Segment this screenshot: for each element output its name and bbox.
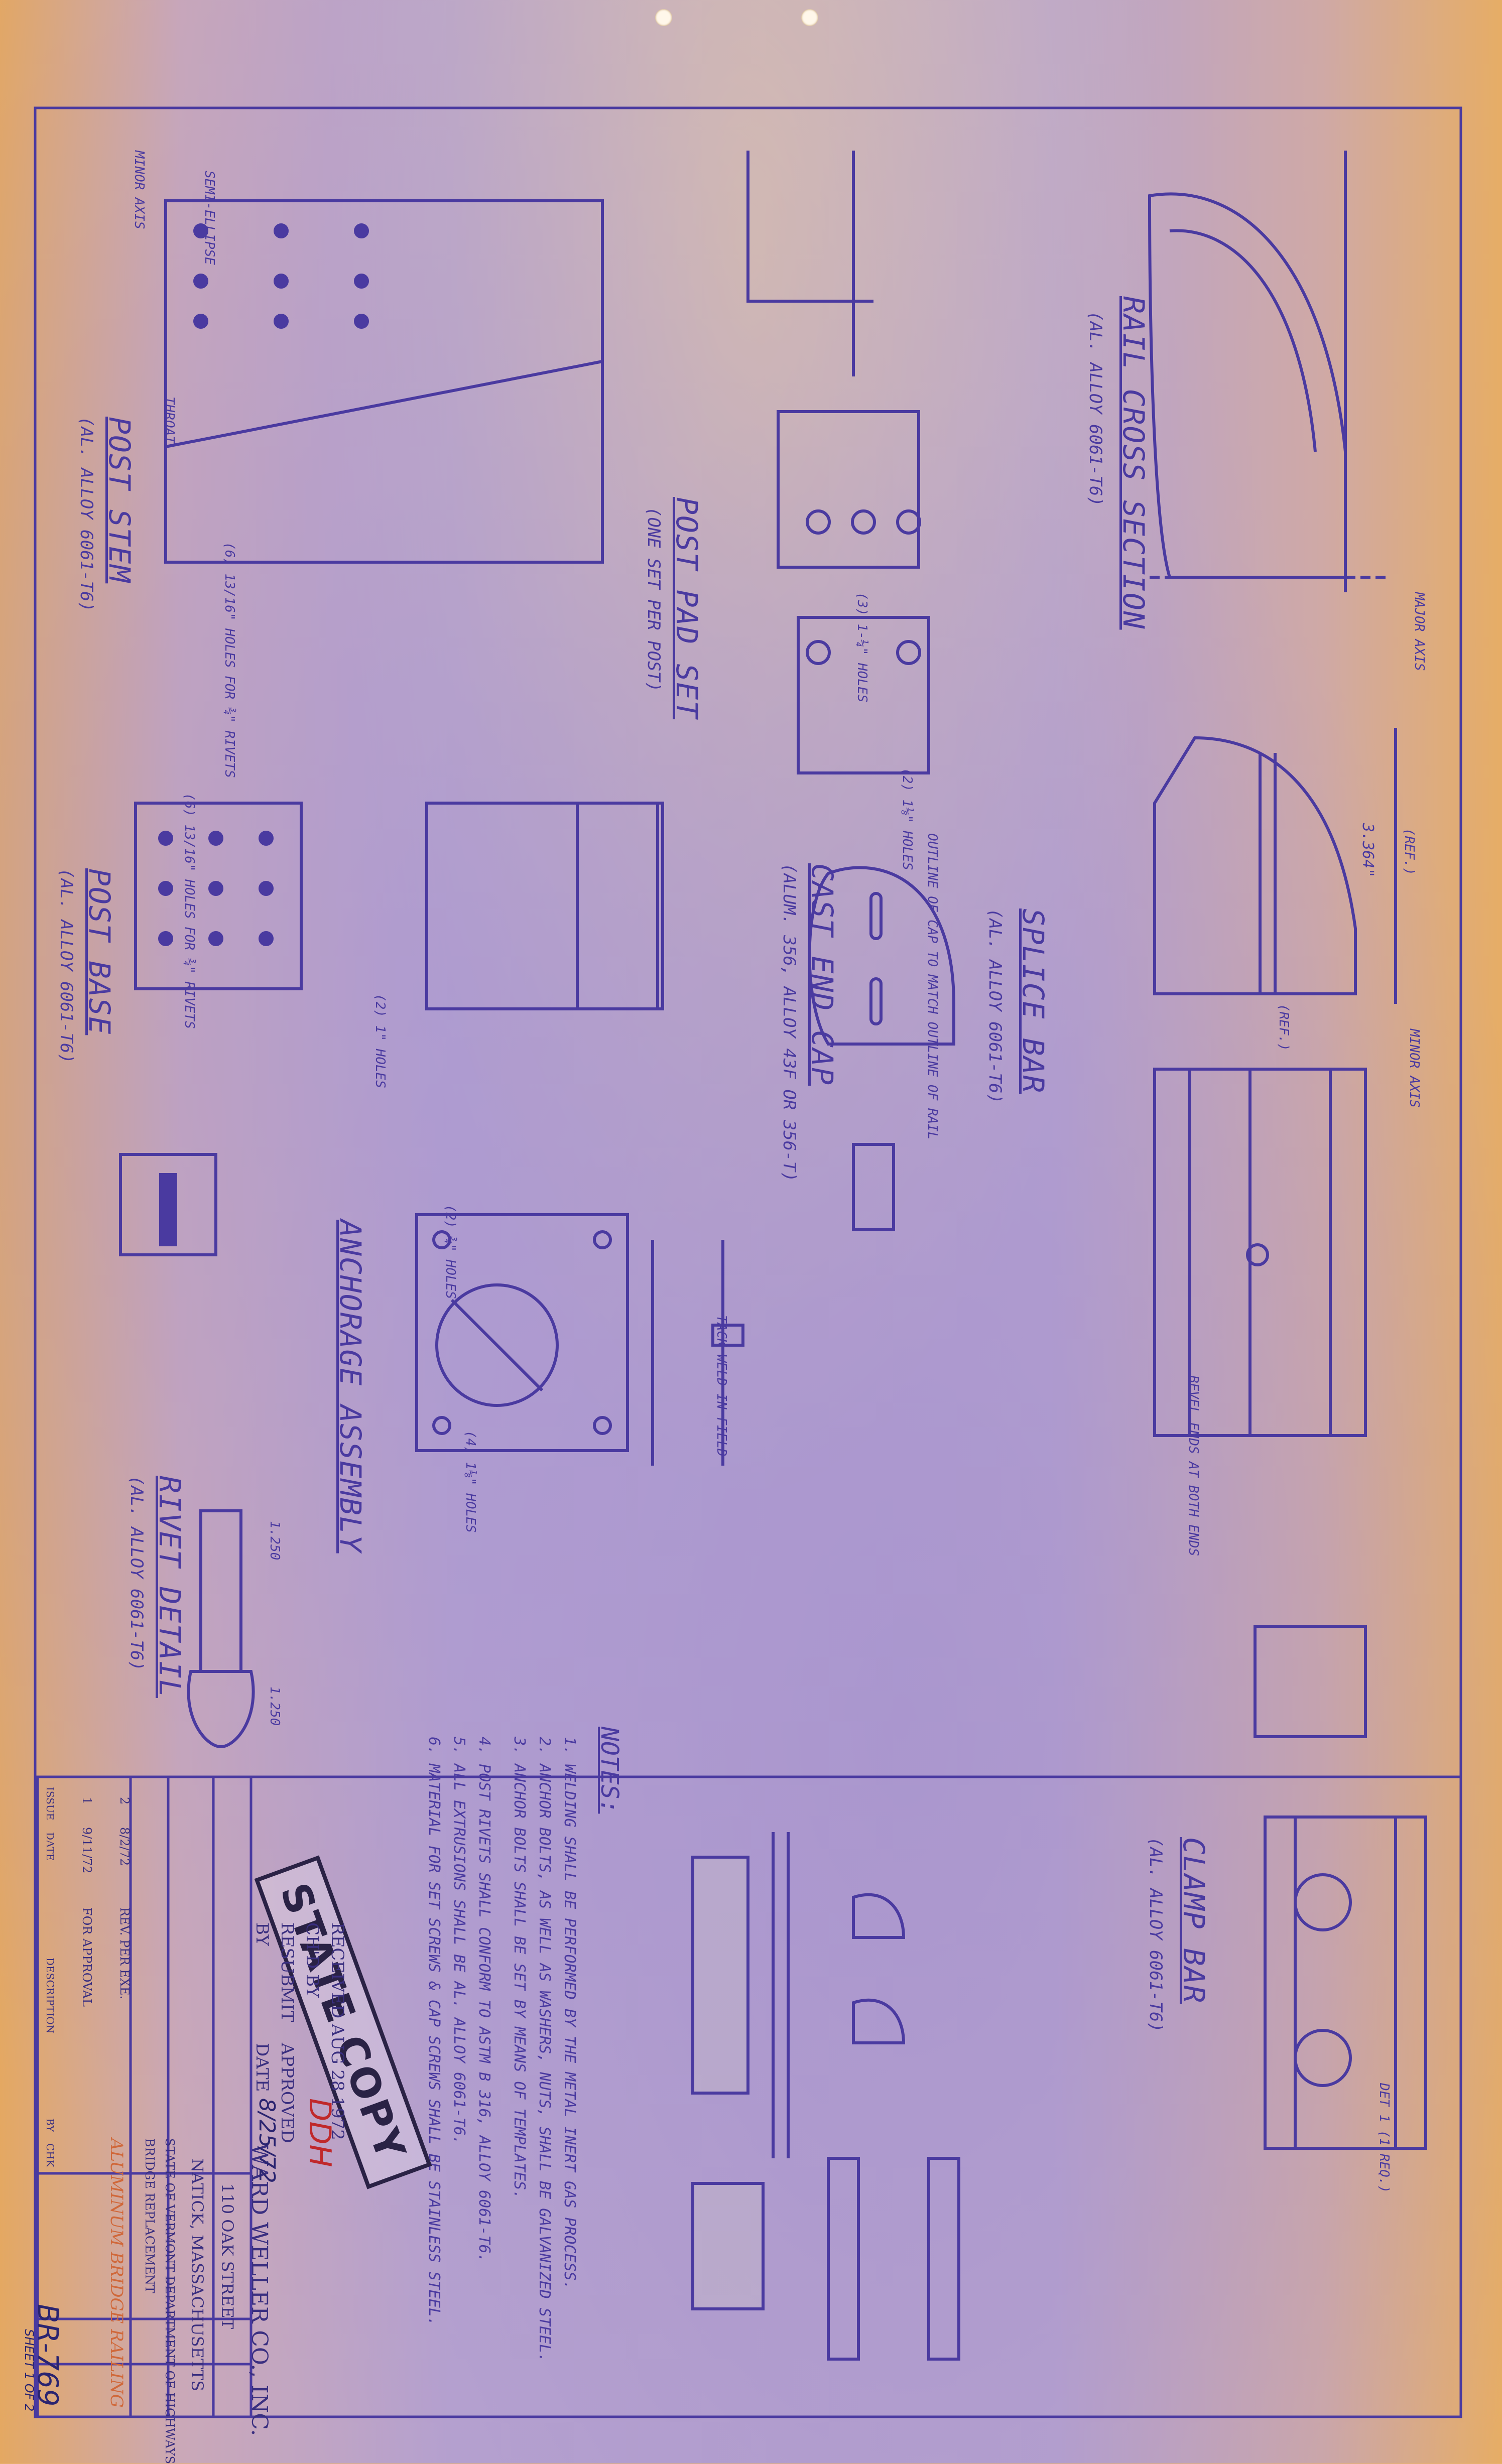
title-block-frame (36, 1775, 1462, 2418)
rev-row-1-date: 9/11/72 (80, 1827, 94, 1874)
label-stem-throat: THROAT (162, 397, 177, 444)
label-rivet-dim-1: 1.250 (267, 1521, 282, 1561)
cast-end-cap-sub: (ALUM. 356, ALLOY 43F OR 356-T) (779, 863, 799, 1182)
post-stem-drawing (164, 199, 604, 564)
post-pad-set-title: POST PAD SET (670, 497, 704, 720)
post-base-sub: (AL. ALLOY 6061-T6) (56, 868, 76, 1064)
company-name: WARD WELLER CO., INC. (246, 2143, 272, 2436)
label-splice-dim: 3.364" (1359, 823, 1376, 878)
rev-header-description: DESCRIPTION (44, 1958, 56, 2034)
rail-cross-section-drawing (1148, 151, 1386, 592)
project-line-1: STATE OF VERMONT DEPARTMENT OF HIGHWAYS (163, 2138, 177, 2464)
rev-row-1-issue: 1 (80, 1797, 94, 1805)
label-semi-ellipse: SEMI-ELLIPSE (202, 171, 217, 265)
chkd-by: CH'D BY (302, 1922, 322, 1998)
label-base-holes-2: (2) 1" HOLES (372, 994, 388, 1088)
splice-bar-title: SPLICE BAR (1016, 909, 1050, 1094)
post-base-title: POST BASE (82, 868, 116, 1035)
rivet-detail-drawing (187, 1509, 255, 1749)
project-line-3: ALUMINUM BRIDGE RAILING (106, 2138, 127, 2408)
splice-bar-sub: (AL. ALLOY 6061-T6) (985, 909, 1005, 1104)
note-5: 5. ALL EXTRUSIONS SHALL BE AL. ALLOY 606… (450, 1737, 468, 2145)
clamp-bar-title: CLAMP BAR (1177, 1837, 1211, 2004)
resubmit-label: RESUBMIT (277, 1922, 297, 2022)
post-stem-title: POST STEM (102, 417, 137, 584)
rail-elevation-drawing (1153, 1068, 1367, 1437)
label-major-axis: MAJOR AXIS (1412, 592, 1427, 671)
label-tack-weld: TACK WELD IN FIELD (714, 1315, 729, 1457)
anchorage-assembly-title: ANCHORAGE ASSEMBLY (333, 1220, 367, 1553)
label-splice-minor-axis: MINOR AXIS (1407, 1029, 1422, 1108)
label-pad-holes-2: (2) 1⅛" HOLES (900, 768, 915, 870)
note-6: 6. MATERIAL FOR SET SCREWS & CAP SCREWS … (425, 1737, 443, 2326)
by-label: BY (252, 1922, 272, 1946)
approved-label: APPROVED (277, 2043, 297, 2143)
splice-bar-drawing (1153, 728, 1397, 1004)
clamp-bar-drawing (1254, 1625, 1427, 2150)
project-line-2: BRIDGE REPLACEMENT (143, 2138, 157, 2293)
note-2: 2. ANCHOR BOLTS, AS WELL AS WASHERS, NUT… (536, 1737, 553, 2363)
rev-header-issue: ISSUE (44, 1787, 56, 1821)
label-splice-ref-2: (REF.) (1276, 1004, 1291, 1051)
label-base-holes: (6) 13/16" HOLES FOR ¾" RIVETS (182, 793, 197, 1029)
railing-section-drawing (691, 1832, 960, 2361)
post-pad-set-sub: (ONE SET PER POST) (644, 507, 664, 692)
rev-header-date: DATE (44, 1832, 56, 1861)
note-4: 4. POST RIVETS SHALL CONFORM TO ASTM B 3… (475, 1737, 493, 2263)
label-rivet-dim-2: 1.250 (267, 1687, 282, 1726)
date-value: 8/25/72 (254, 2098, 280, 2183)
rev-row-1-desc: FOR APPROVAL (80, 1907, 94, 2007)
label-clamp-det: DET 1 (1 REQ.) (1376, 2083, 1392, 2193)
note-3: 3. ANCHOR BOLTS SHALL BE SET BY MEANS OF… (511, 1737, 528, 2199)
rail-cross-section-sub: (AL. ALLOY 6061-T6) (1085, 311, 1105, 506)
label-anchor-holes-4: (4) 1⅛" HOLES (463, 1431, 478, 1533)
rev-row-2-date: 8/2/72 (117, 1827, 132, 1866)
label-anchor-holes-2: (2) ¾" HOLES (443, 1205, 458, 1299)
rev-row-2-issue: 2 (117, 1797, 132, 1805)
rev-header-by: BY (44, 2118, 56, 2132)
label-splice-ref-1: (REF.) (1402, 828, 1417, 875)
punch-hole (801, 9, 818, 26)
rivet-detail-title: RIVET DETAIL (153, 1476, 187, 1699)
post-stem-sub: (AL. ALLOY 6061-T6) (76, 417, 96, 612)
label-end-cap-outline: OUTLINE OF CAP TO MATCH OUTLINE OF RAIL (925, 833, 940, 1140)
label-minor-axis: MINOR AXIS (132, 151, 147, 229)
clamp-bar-sub: (AL. ALLOY 6061-T6) (1146, 1837, 1166, 2032)
label-stem-holes: (6) 13/16" HOLES FOR ¾" RIVETS (222, 542, 237, 778)
punch-hole (655, 9, 672, 26)
post-base-drawing (119, 802, 664, 1256)
rivet-detail-sub: (AL. ALLOY 6061-T6) (127, 1476, 147, 1671)
date-label: DATE (252, 2043, 272, 2092)
company-city: NATICK, MASSACHUSETTS (188, 2158, 207, 2392)
sheet-number: SHEET 1 OF 2 (22, 2329, 36, 2412)
checker-initials: DDH (302, 2098, 337, 2167)
cast-end-cap-drawing (808, 866, 955, 1231)
label-bevel-ends: BEVEL ENDS AT BOTH ENDS (1186, 1375, 1201, 1557)
post-pad-set-drawing (746, 151, 930, 774)
label-pad-holes-3: (3) 1-¼" HOLES (854, 592, 869, 703)
note-1: 1. WELDING SHALL BE PERFORMED BY THE MET… (561, 1737, 578, 2290)
anchorage-assembly-drawing (415, 1213, 744, 1466)
rev-header-chk: CHK (44, 2143, 56, 2167)
rail-cross-section-title: RAIL CROSS SECTION (1116, 296, 1151, 630)
rev-row-2-desc: REV. PER EXE. (117, 1907, 132, 2000)
notes-heading: NOTES: (595, 1727, 623, 1814)
cast-end-cap-title: CAST END CAP (805, 863, 839, 1086)
company-address: 110 OAK STREET (218, 2183, 237, 2329)
